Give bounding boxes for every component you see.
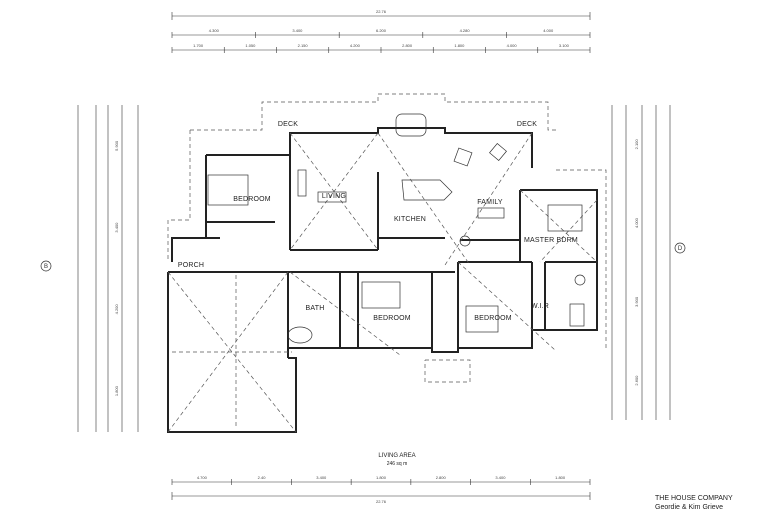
room-bedroom-nw: BEDROOM [233, 196, 271, 203]
top_row3-dimension-4: 2.800 [402, 43, 413, 48]
top_row3-dimension-7: 3.100 [559, 43, 570, 48]
right_col-dimension-2: 3.900 [634, 296, 639, 307]
axis-marker-left: B [44, 264, 48, 270]
room-family: FAMILY [477, 199, 503, 206]
top_row3-dimension-1: 1.050 [245, 43, 256, 48]
room-deck-left: DECK [278, 121, 298, 128]
axis-marker-right-circle [674, 242, 686, 254]
interior-walls [206, 155, 597, 348]
bottom-dimensions: 4.700 2.40 3.400 1.800 2.800 3.400 1.800 22.76 [171, 475, 591, 504]
top_row2-dimension-1: 3.400 [292, 28, 303, 33]
top_row3-dimension-5: 1.800 [454, 43, 465, 48]
right_col-dimension-3: 2.600 [634, 375, 639, 386]
left_col-dimension-0: 5.900 [114, 140, 119, 151]
room-bath: BATH [306, 305, 325, 312]
right-dimensions: 2.100 4.000 3.900 2.600 [611, 105, 671, 420]
room-labels: DECK DECK BEDROOM LIVING KITCHEN FAMILY … [178, 121, 578, 322]
bottom_row1-dimension-4: 2.800 [436, 475, 447, 480]
room-bedroom-center: BEDROOM [373, 315, 411, 322]
bottom_row1-dimension-5: 3.400 [495, 475, 506, 480]
axis-marker-left-circle [40, 260, 52, 272]
room-master: MASTER BDRM [524, 237, 578, 244]
left_col-dimension-1: 3.400 [114, 222, 119, 233]
bottom_row1-dimension-3: 1.800 [376, 475, 387, 480]
top_row3-dimension-6: 4.000 [507, 43, 518, 48]
room-deck-right: DECK [517, 121, 537, 128]
room-wir: W.I.R [531, 303, 549, 310]
top_row3-dimension-2: 2.150 [298, 43, 309, 48]
bottom-overall-dimension: 22.76 [376, 499, 387, 504]
company-name: THE HOUSE COMPANY [655, 495, 733, 502]
top_row2-dimension-3: 4.280 [460, 28, 471, 33]
room-kitchen: KITCHEN [394, 216, 426, 223]
bottom_row1-dimension-2: 3.400 [316, 475, 327, 480]
room-living: LIVING [322, 193, 346, 200]
right_col-dimension-0: 2.100 [634, 139, 639, 150]
furniture [207, 113, 586, 344]
room-bedroom-east: BEDROOM [474, 315, 512, 322]
top_row2-dimension-4: 4.000 [543, 28, 554, 33]
top_row2-dimension-2: 6.200 [376, 28, 387, 33]
title-block: THE HOUSE COMPANY Geordie & Kim Grieve [655, 494, 765, 512]
roof-outline [167, 93, 607, 383]
client-name: Geordie & Kim Grieve [655, 504, 724, 511]
bottom_row1-dimension-1: 2.40 [258, 475, 267, 480]
bottom_row1-dimension-6: 1.800 [555, 475, 566, 480]
left_col-dimension-3: 1.800 [114, 385, 119, 396]
left-dimensions: 5.900 3.400 4.200 1.800 [77, 105, 139, 432]
right_col-dimension-1: 4.000 [634, 217, 639, 228]
top_row3-dimension-3: 4.200 [350, 43, 361, 48]
top-overall-dimension: 22.76 [376, 9, 387, 14]
bottom_row1-dimension-0: 4.700 [197, 475, 208, 480]
axis-marker-right: D [678, 246, 683, 252]
top_row3-dimension-0: 1.700 [193, 43, 204, 48]
top-dimensions: 22.76 4.300 3.400 6.200 4.280 4.000 1.700 1.0… [171, 9, 591, 53]
left_col-dimension-2: 4.200 [114, 304, 119, 315]
top_row2-dimension-0: 4.300 [209, 28, 220, 33]
living-area-title: LIVING AREA [378, 453, 415, 459]
room-porch: PORCH [178, 262, 204, 269]
living-area-value: 246 sq m [387, 461, 408, 467]
ceiling-lines [167, 132, 598, 433]
